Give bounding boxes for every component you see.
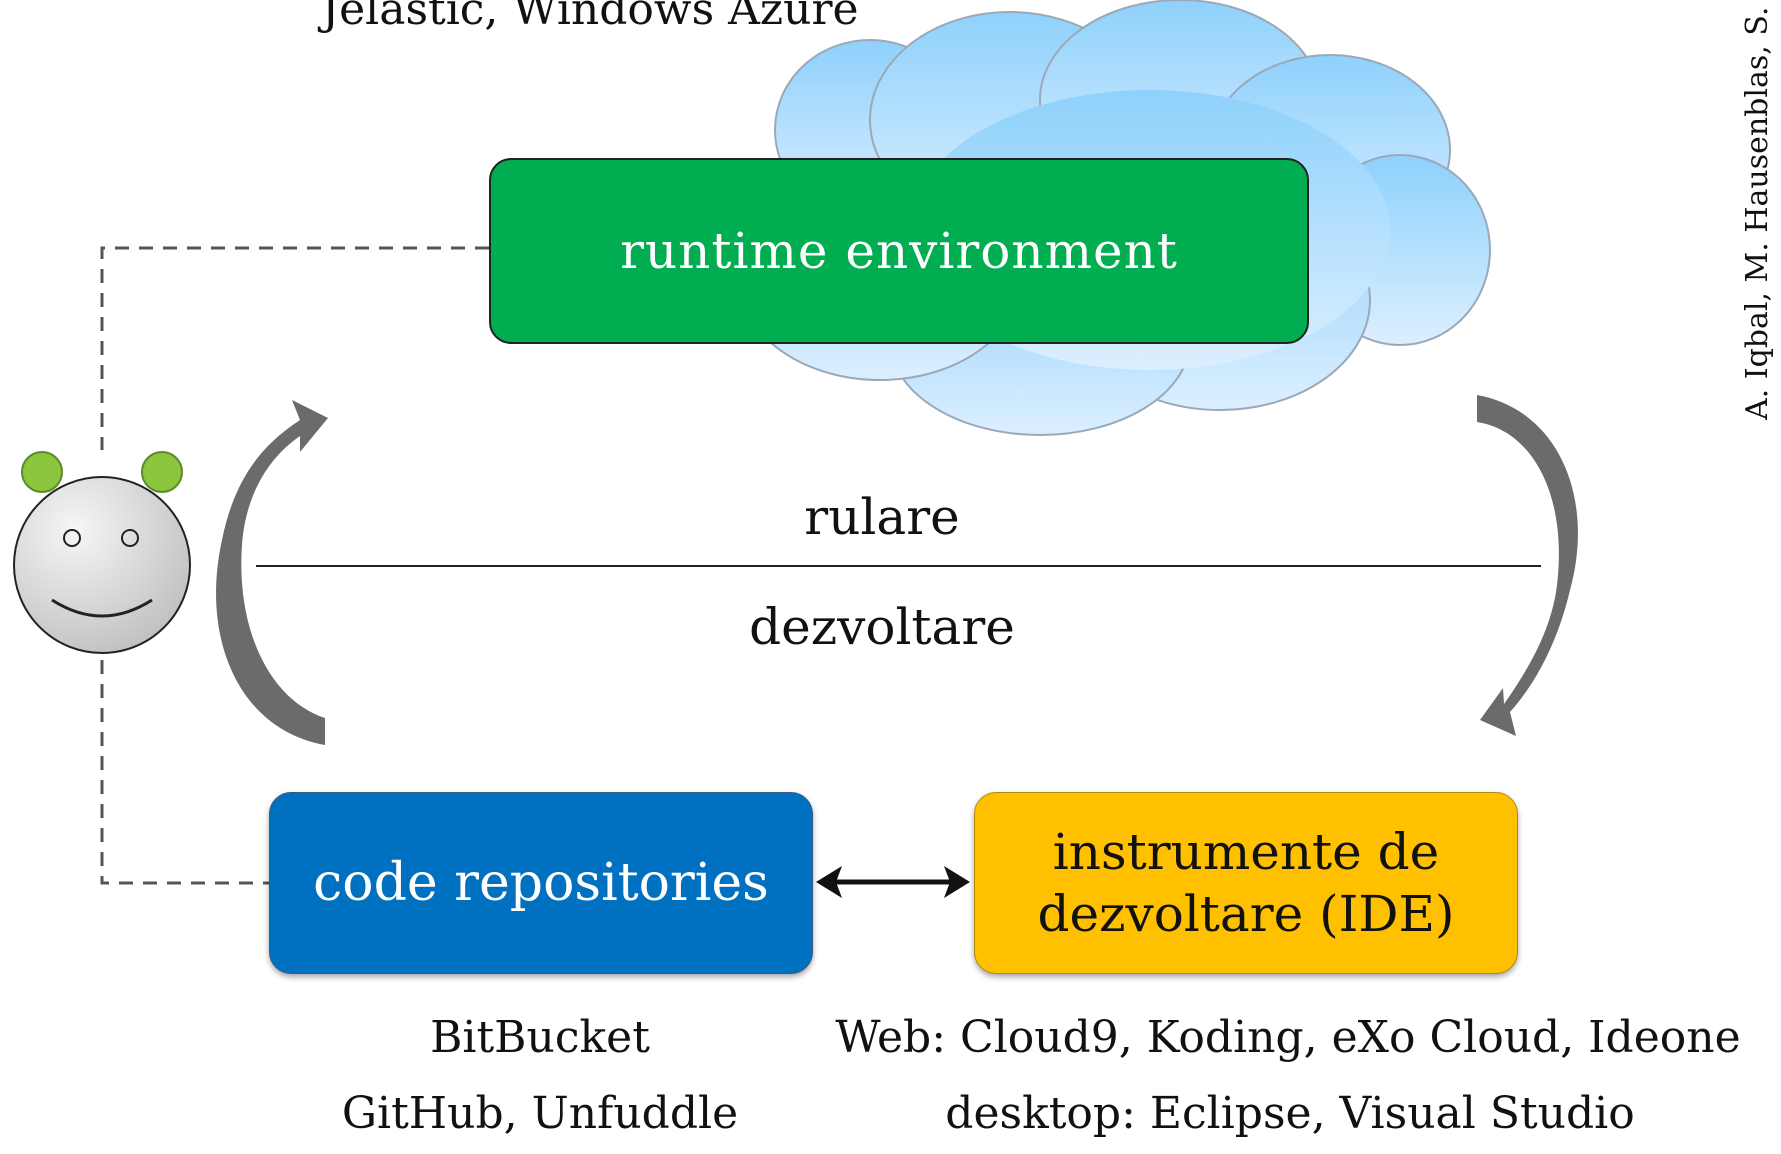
runtime-environment-label: runtime environment bbox=[620, 222, 1178, 280]
cycle-arrow-left bbox=[216, 400, 328, 745]
dashed-connector-runtime bbox=[100, 246, 489, 450]
dashed-connector-repo bbox=[100, 660, 269, 885]
user-smiley-icon bbox=[13, 451, 191, 654]
code-repositories-box: code repositories bbox=[269, 792, 813, 974]
ide-examples-line1: Web: Cloud9, Koding, eXo Cloud, Ideone bbox=[835, 1012, 1741, 1063]
cycle-arrow-right bbox=[1477, 395, 1578, 736]
phase-label-runtime: rulare bbox=[804, 488, 960, 546]
double-arrow-repo-ide bbox=[816, 866, 970, 898]
ide-box: instrumente de dezvoltare (IDE) bbox=[974, 792, 1518, 974]
phase-label-development: dezvoltare bbox=[749, 598, 1015, 656]
ide-label-line2: dezvoltare (IDE) bbox=[1037, 885, 1455, 943]
repo-examples-line1: BitBucket bbox=[430, 1012, 650, 1063]
phase-divider bbox=[256, 565, 1541, 567]
ide-label-line1: instrumente de bbox=[1052, 822, 1440, 881]
runtime-environment-box: runtime environment bbox=[489, 158, 1309, 344]
repo-examples-line2: GitHub, Unfuddle bbox=[341, 1088, 739, 1139]
runtime-examples-caption: Jelastic, Windows Azure bbox=[321, 0, 859, 35]
ide-examples-line2: desktop: Eclipse, Visual Studio bbox=[945, 1088, 1635, 1139]
code-repositories-label: code repositories bbox=[313, 853, 769, 913]
